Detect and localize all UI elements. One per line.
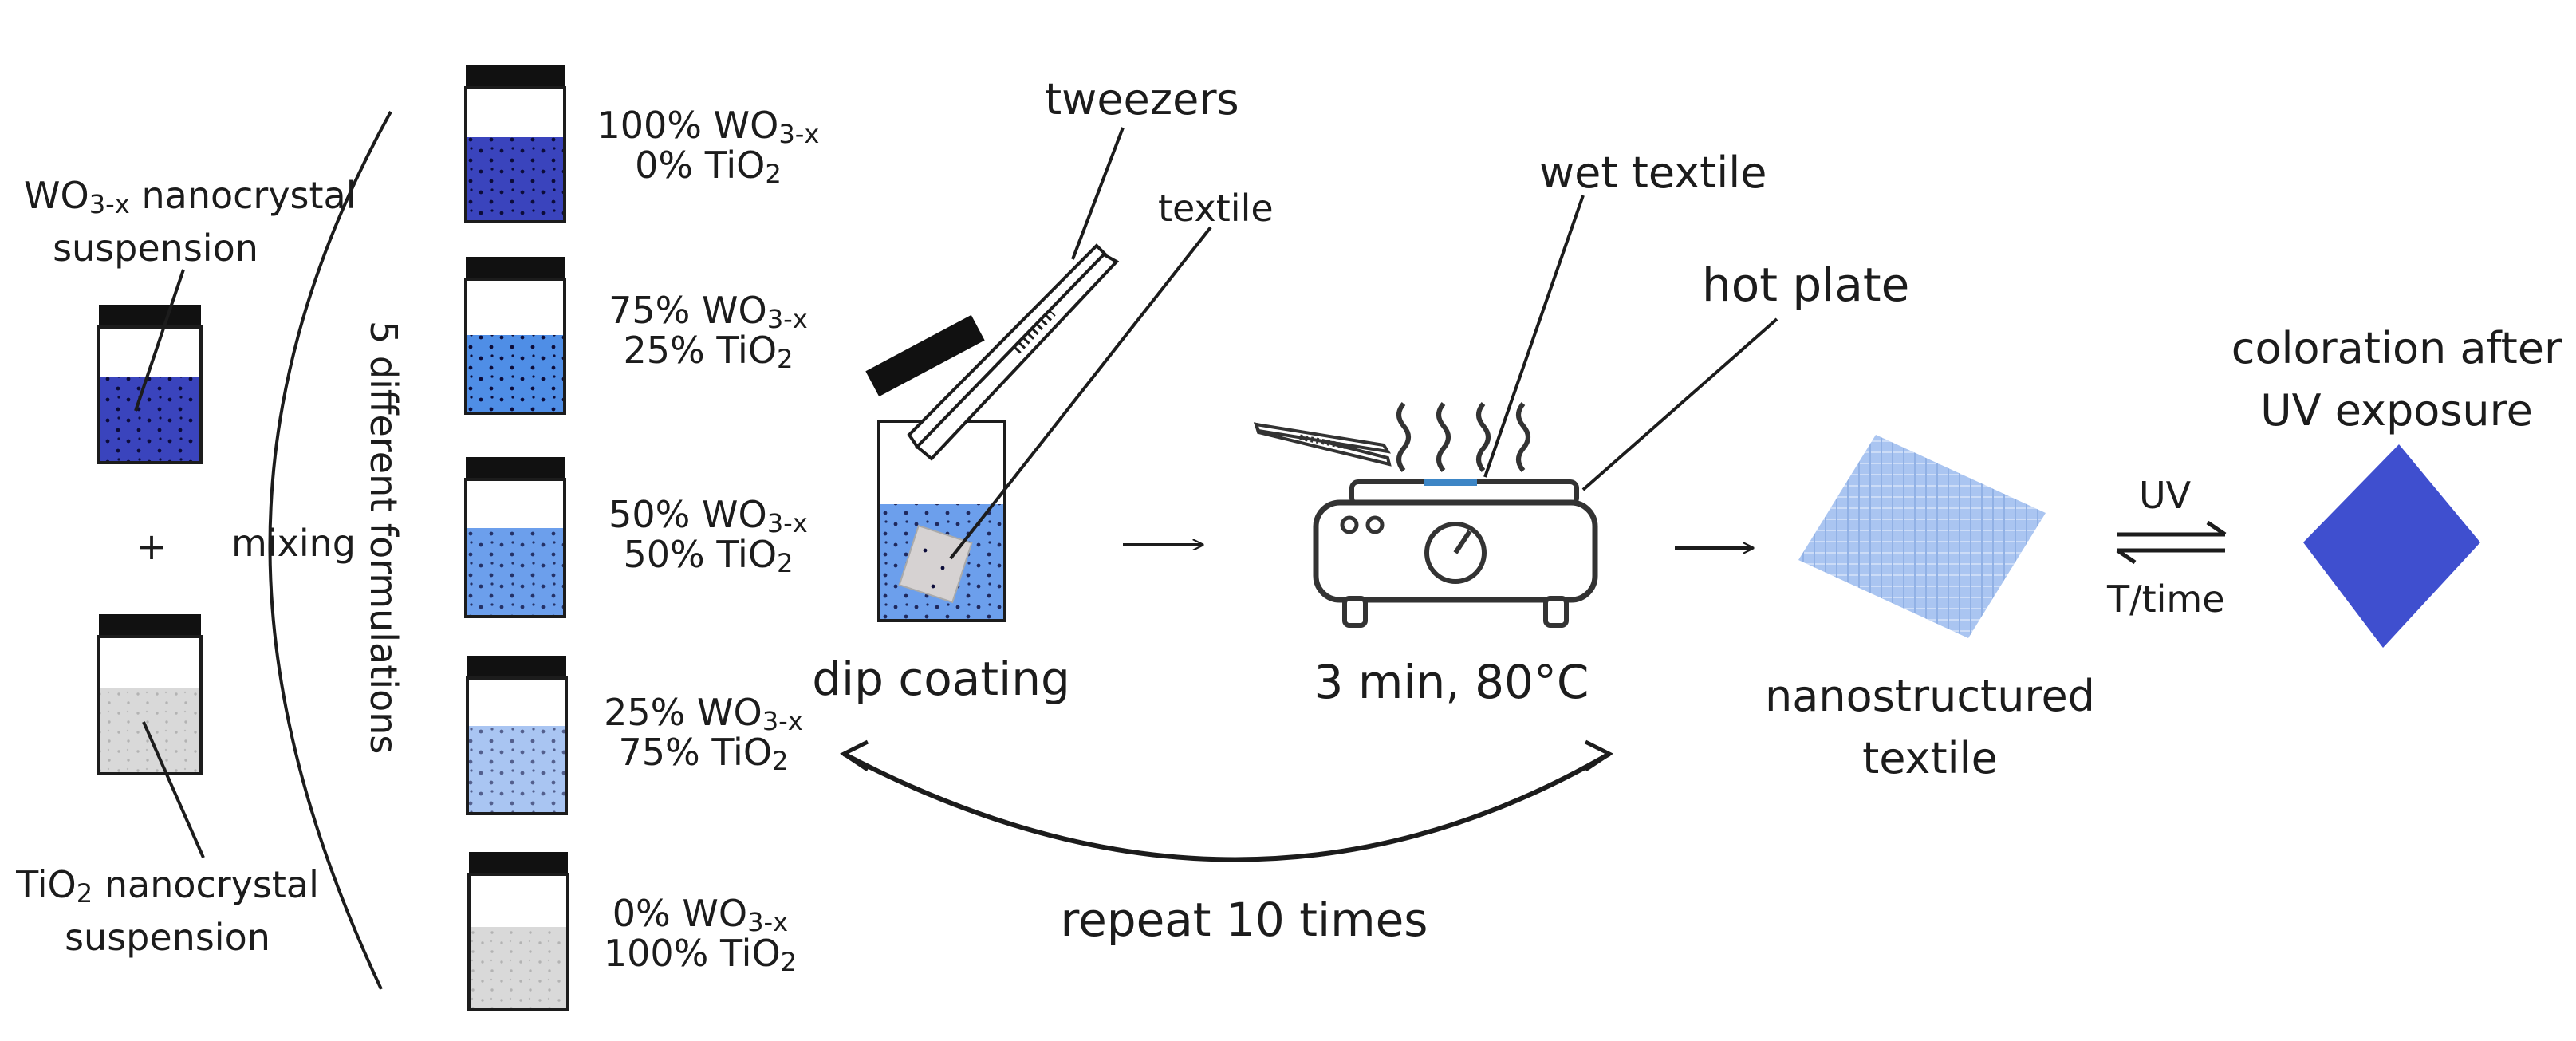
formulations-label: 5 different formulations xyxy=(362,321,405,755)
textile-sample-in-beaker xyxy=(898,524,973,604)
uv-label: UV xyxy=(2139,474,2192,517)
tweezers-pointer xyxy=(1071,127,1125,260)
wo3-suspension-label-line2: suspension xyxy=(53,227,258,270)
hot-plate-pointer xyxy=(1581,317,1778,491)
dip-coating-beaker xyxy=(877,420,1006,622)
hotplate-condition-label: 3 min, 80°C xyxy=(1314,655,1589,709)
hot-plate-label: hot plate xyxy=(1702,258,1910,312)
tio2-stock-jar xyxy=(97,614,203,775)
formulation-jar-4 xyxy=(466,656,568,815)
wo3-suspension-label: WO3-x nanocrystal xyxy=(24,174,356,219)
tio2-suspension-label-line2: suspension xyxy=(65,916,270,959)
mixing-bracket xyxy=(268,111,392,990)
wo3-stock-jar xyxy=(97,305,203,464)
tio2-suspension-pointer xyxy=(142,721,205,858)
formulation-label-3: 50% WO3-x 50% TiO2 xyxy=(609,493,808,578)
wo3-suspension-pointer xyxy=(134,269,185,412)
dip-coating-label: dip coating xyxy=(812,652,1070,706)
equilibrium-arrows xyxy=(2116,520,2227,565)
small-tweezers-icon xyxy=(1253,422,1392,467)
formulation-label-1: 100% WO3-x 0% TiO2 xyxy=(597,104,820,189)
formulation-label-2: 75% WO3-x 25% TiO2 xyxy=(609,289,808,374)
formulation-jar-3 xyxy=(464,457,566,618)
formulation-jar-2 xyxy=(464,257,566,415)
nanostructured-textile-swatch xyxy=(1798,435,2046,638)
repeat-arc-arrow xyxy=(842,751,1611,862)
t-time-label: T/time xyxy=(2107,578,2225,621)
tweezers-label: tweezers xyxy=(1045,74,1239,124)
formulation-label-4: 25% WO3-x 75% TiO2 xyxy=(604,691,803,776)
tweezers-icon xyxy=(907,243,1120,461)
tio2-suspension-label: TiO2 nanocrystal xyxy=(16,863,319,909)
mixing-label: mixing xyxy=(231,522,356,565)
repeat-label: repeat 10 times xyxy=(1060,893,1428,947)
hotplate-icon xyxy=(1313,402,1598,628)
formulation-jar-5 xyxy=(467,852,569,1011)
wet-textile-label: wet textile xyxy=(1539,148,1767,198)
colored-textile-swatch xyxy=(2303,444,2480,648)
textile-pointer xyxy=(949,226,1212,560)
repeat-arc-head-left xyxy=(840,739,869,772)
beaker-lid xyxy=(865,314,985,397)
plus-sign: + xyxy=(136,525,167,568)
formulation-jar-1 xyxy=(464,65,566,223)
wet-textile-pointer xyxy=(1483,195,1585,478)
formulation-label-5: 0% WO3-x 100% TiO2 xyxy=(603,892,798,977)
repeat-arc-head-right xyxy=(1584,739,1613,772)
textile-label: textile xyxy=(1158,187,1274,230)
